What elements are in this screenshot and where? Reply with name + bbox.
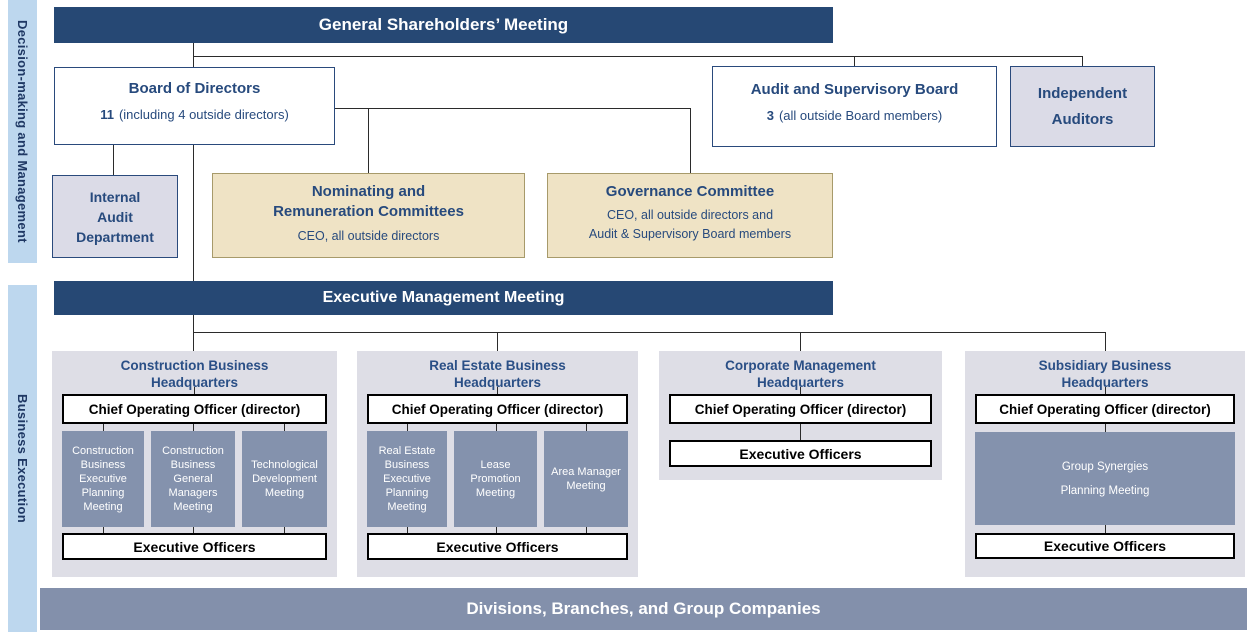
connector-line [800, 332, 801, 351]
governance-members-line1: CEO, all outside directors and [606, 208, 774, 222]
hq-panel-construction: Construction Business Headquarters Chief… [52, 351, 337, 577]
independent-auditors-box: Independent Auditors [1010, 66, 1155, 147]
executive-officers-box: Executive Officers [975, 533, 1235, 559]
hq-real-estate-title: Real Estate Business Headquarters [429, 358, 566, 390]
meeting-box: Technological Development Meeting [242, 431, 327, 527]
audit-count: 3 [766, 108, 774, 123]
connector-line [113, 145, 114, 175]
general-shareholders-meeting-bar: General Shareholders’ Meeting [54, 7, 833, 43]
hq-corporate-title: Corporate Management Headquarters [725, 358, 876, 390]
board-of-directors-note: 11 (including 4 outside directors) [55, 107, 334, 122]
internal-audit-line3: Department [76, 228, 154, 245]
executive-management-meeting-label: Executive Management Meeting [322, 289, 565, 306]
hq-panel-corporate: Corporate Management Headquarters Chief … [659, 351, 942, 480]
connector-line [497, 332, 498, 351]
sidebar-section-decision-making: Decision-making and Management [8, 0, 37, 263]
connector-line [193, 56, 1082, 57]
audit-supervisory-board-title: Audit and Supervisory Board [750, 81, 959, 98]
coo-box: Chief Operating Officer (director) [669, 394, 932, 424]
divisions-branches-group-companies-bar: Divisions, Branches, and Group Companies [40, 588, 1247, 630]
connector-line [407, 527, 408, 533]
connector-line [368, 108, 369, 173]
connector-line [496, 527, 497, 533]
connector-line [1105, 424, 1106, 432]
connector-line [407, 424, 408, 431]
governance-members-line2: Audit & Supervisory Board members [588, 227, 792, 241]
meeting-box: Construction Business Executive Planning… [62, 431, 144, 527]
coo-box: Chief Operating Officer (director) [62, 394, 327, 424]
connector-line [103, 424, 104, 431]
board-of-directors-title: Board of Directors [128, 80, 261, 97]
board-of-directors-box: Board of Directors 11 (including 4 outsid… [54, 67, 335, 145]
connector-line [800, 424, 801, 440]
connector-line [497, 387, 498, 394]
connector-line [1105, 387, 1106, 394]
board-note-text: (including 4 outside directors) [118, 107, 289, 122]
meeting-box: Group Synergies Planning Meeting [975, 432, 1235, 525]
internal-audit-line1: Internal [89, 188, 141, 205]
audit-note-text: (all outside Board members) [778, 108, 943, 123]
meeting-box: Lease Promotion Meeting [454, 431, 537, 527]
divisions-bar-label: Divisions, Branches, and Group Companies [466, 599, 821, 618]
connector-line [193, 315, 194, 332]
hq-construction-title: Construction Business Headquarters [120, 358, 269, 390]
executive-officers-box: Executive Officers [62, 533, 327, 560]
hq-panel-real-estate: Real Estate Business Headquarters Chief … [357, 351, 638, 577]
connector-line [1105, 332, 1106, 351]
coo-box: Chief Operating Officer (director) [975, 394, 1235, 424]
connector-line [1105, 525, 1106, 533]
general-shareholders-meeting-label: General Shareholders’ Meeting [318, 15, 569, 34]
governance-committee-box: Governance Committee CEO, all outside di… [547, 173, 833, 258]
meeting-box: Area Manager Meeting [544, 431, 628, 527]
audit-supervisory-board-note: 3 (all outside Board members) [713, 108, 996, 123]
nominating-committees-members: CEO, all outside directors [297, 229, 440, 243]
independent-auditors-line2: Auditors [1051, 111, 1114, 128]
internal-audit-line2: Audit [97, 208, 133, 225]
hq-subsidiary-title: Subsidiary Business Headquarters [1038, 358, 1172, 390]
connector-line [586, 424, 587, 431]
connector-line [193, 527, 194, 533]
executive-officers-box: Executive Officers [669, 440, 932, 467]
internal-audit-department-box: Internal Audit Department [52, 175, 178, 258]
governance-committee-title: Governance Committee [605, 183, 775, 200]
connector-line [496, 424, 497, 431]
sidebar-section-business-execution: Business Execution [8, 285, 37, 632]
sidebar-label-business-execution: Business Execution [15, 394, 30, 523]
executive-officers-box: Executive Officers [367, 533, 628, 560]
meeting-box: Construction Business General Managers M… [151, 431, 235, 527]
meeting-box-label: Group Synergies Planning Meeting [1060, 460, 1150, 497]
connector-line [193, 43, 194, 56]
sidebar-label-decision-making: Decision-making and Management [15, 20, 30, 243]
executive-management-meeting-bar: Executive Management Meeting [54, 281, 833, 315]
connector-line [690, 108, 691, 173]
board-count: 11 [100, 107, 114, 122]
independent-auditors-line1: Independent [1037, 85, 1128, 102]
connector-line [284, 424, 285, 431]
connector-line [193, 332, 1105, 333]
connector-line [586, 527, 587, 533]
connector-line [193, 332, 194, 351]
connector-line [335, 108, 690, 109]
connector-line [284, 527, 285, 533]
connector-line [103, 527, 104, 533]
connector-line [193, 145, 194, 281]
coo-box: Chief Operating Officer (director) [367, 394, 628, 424]
connector-line [1082, 56, 1083, 66]
connector-line [800, 387, 801, 394]
connector-line [193, 56, 194, 67]
nominating-committees-title: Nominating and Remuneration Committees [273, 183, 464, 220]
connector-line [194, 387, 195, 394]
nominating-remuneration-committees-box: Nominating and Remuneration Committees C… [212, 173, 525, 258]
connector-line [854, 56, 855, 66]
connector-line [193, 424, 194, 431]
hq-panel-subsidiary: Subsidiary Business Headquarters Chief O… [965, 351, 1245, 577]
meeting-box: Real Estate Business Executive Planning … [367, 431, 447, 527]
audit-supervisory-board-box: Audit and Supervisory Board 3 (all outsid… [712, 66, 997, 147]
